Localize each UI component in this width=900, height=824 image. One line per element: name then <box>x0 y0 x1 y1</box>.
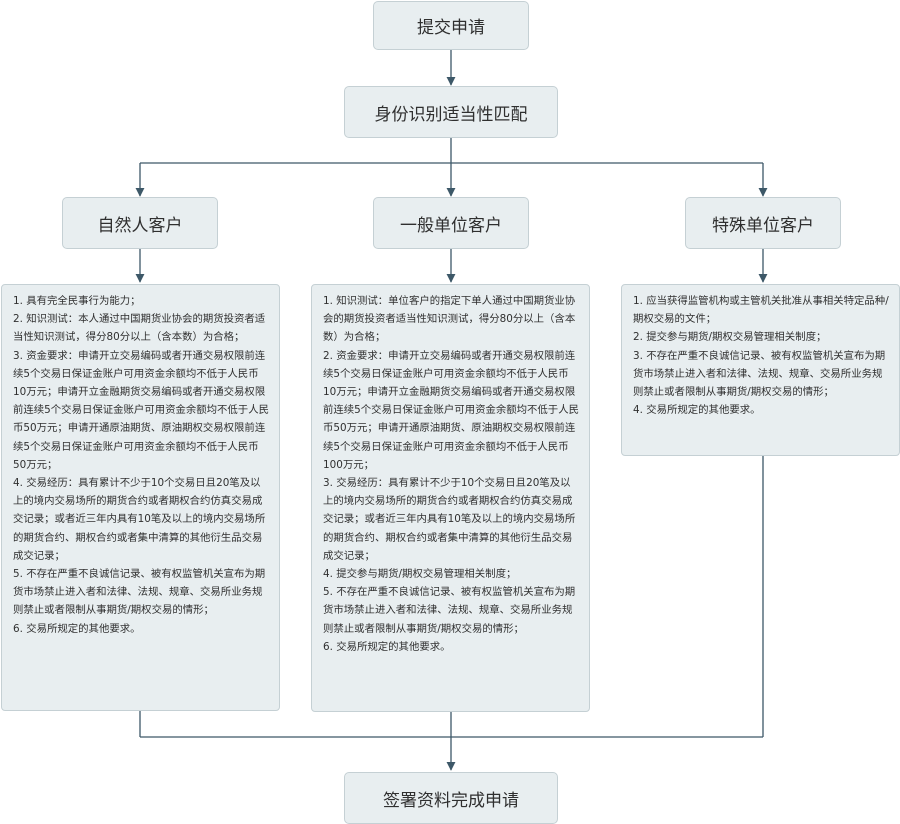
start-node-label: 提交申请 <box>417 18 485 38</box>
general-unit-requirements: 1. 知识测试：单位客户的指定下单人通过中国期货业协会的期货投资者适当性知识测试… <box>311 284 590 712</box>
requirement-item: 2. 资金要求：申请开立交易编码或者开通交易权限前连续5个交易日保证金账户可用资… <box>323 349 579 471</box>
natural-person-requirements: 1. 具有完全民事行为能力； 2. 知识测试：本人通过中国期货业协会的期货投资者… <box>1 284 280 711</box>
start-node: 提交申请 <box>373 1 529 50</box>
requirement-item: 2. 提交参与期货/期权交易管理相关制度； <box>633 331 827 344</box>
requirement-item: 6. 交易所规定的其他要求。 <box>13 622 141 635</box>
requirement-item: 3. 不存在严重不良诚信记录、被有权监管机关宣布为期货市场禁止进入者和法律、法规… <box>633 349 886 399</box>
requirement-item: 4. 提交参与期货/期权交易管理相关制度； <box>323 568 517 581</box>
requirement-item: 5. 不存在严重不良诚信记录、被有权监管机关宣布为期货市场禁止进入者和法律、法规… <box>13 568 266 617</box>
identify-node-label: 身份识别适当性匹配 <box>374 104 528 125</box>
requirement-item: 4. 交易所规定的其他要求。 <box>633 404 761 417</box>
special-unit-label: 特殊单位客户 <box>712 215 814 236</box>
requirement-item: 1. 具有完全民事行为能力； <box>13 295 141 307</box>
requirement-item: 1. 应当获得监管机构或主管机关批准从事相关特定品种/期权交易的文件； <box>633 295 889 326</box>
end-node: 签署资料完成申请 <box>344 772 558 824</box>
requirement-item: 5. 不存在严重不良诚信记录、被有权监管机关宣布为期货市场禁止进入者和法律、法规… <box>323 586 576 635</box>
requirement-item: 3. 资金要求：申请开立交易编码或者开通交易权限前连续5个交易日保证金账户可用资… <box>13 349 269 471</box>
special-unit-requirements: 1. 应当获得监管机构或主管机关批准从事相关特定品种/期权交易的文件； 2. 提… <box>621 284 900 456</box>
requirement-item: 3. 交易经历：具有累计不少于10个交易日且20笔及以上的境内交易场所的期货合约… <box>323 477 576 562</box>
natural-person-node: 自然人客户 <box>62 197 218 249</box>
special-unit-node: 特殊单位客户 <box>685 197 841 249</box>
natural-person-label: 自然人客户 <box>97 215 183 236</box>
general-unit-label: 一般单位客户 <box>400 215 502 236</box>
general-unit-node: 一般单位客户 <box>373 197 529 249</box>
requirement-item: 4. 交易经历：具有累计不少于10个交易日且20笔及以上的境内交易场所的期货合约… <box>13 477 266 562</box>
requirement-item: 1. 知识测试：单位客户的指定下单人通过中国期货业协会的期货投资者适当性知识测试… <box>323 295 576 344</box>
end-node-label: 签署资料完成申请 <box>383 790 519 811</box>
requirement-item: 2. 知识测试：本人通过中国期货业协会的期货投资者适当性知识测试，得分80分以上… <box>13 313 266 344</box>
requirement-item: 6. 交易所规定的其他要求。 <box>323 640 451 653</box>
identify-node: 身份识别适当性匹配 <box>344 86 558 138</box>
